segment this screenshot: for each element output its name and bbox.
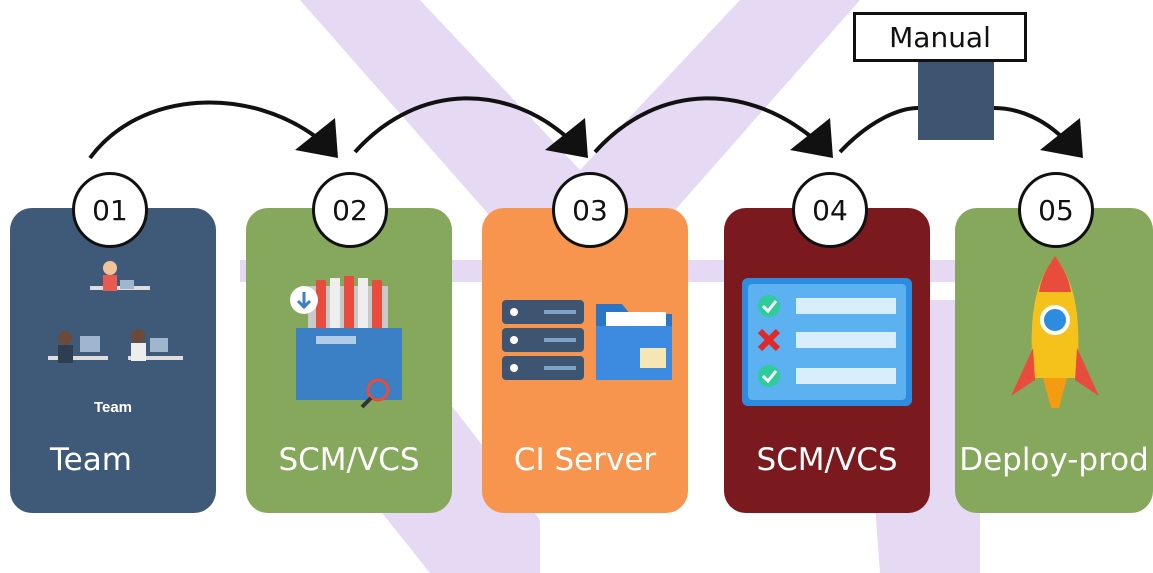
step-number-05: 05 [1018, 172, 1094, 248]
checklist-icon [742, 278, 912, 406]
arrowhead-3 [790, 118, 833, 158]
step-label-ci-server: CI Server [513, 442, 657, 478]
manual-label: Manual [889, 20, 991, 54]
step-card-scm-vcs-1: SCM/VCS [246, 208, 452, 513]
step-card-team: Team Team [10, 208, 216, 513]
step-card-ci-server: CI Server [482, 208, 688, 513]
team-icon-caption: Team [94, 399, 132, 416]
arrowhead-2 [545, 118, 588, 158]
team-illustration-icon: Team [48, 261, 183, 416]
step-number-03: 03 [552, 172, 628, 248]
step-label-scm-vcs-2: SCM/VCS [756, 442, 898, 478]
manual-gate [918, 62, 994, 140]
manual-label-box: Manual [853, 12, 1027, 62]
step-label-deploy-prod: Deploy-prod [959, 442, 1149, 478]
rocket-icon [1011, 256, 1099, 408]
arrowhead-1 [295, 118, 338, 158]
step-number-04: 04 [792, 172, 868, 248]
file-cabinet-icon [290, 276, 402, 409]
step-number-02: 02 [312, 172, 388, 248]
server-folder-icon [502, 300, 672, 380]
arrowhead-4 [1040, 118, 1083, 158]
step-card-deploy-prod: Deploy-prod [955, 208, 1153, 513]
step-label-team: Team [50, 442, 132, 478]
step-card-scm-vcs-2: SCM/VCS [724, 208, 930, 513]
step-label-scm-vcs-1: SCM/VCS [278, 442, 420, 478]
step-number-01: 01 [72, 172, 148, 248]
